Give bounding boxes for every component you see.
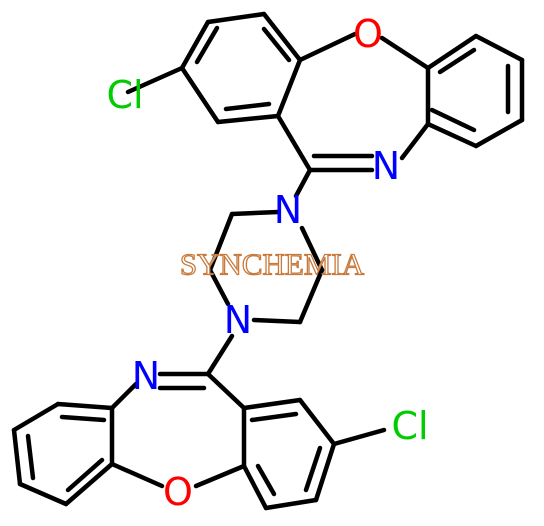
bond xyxy=(251,317,303,325)
bond xyxy=(207,267,231,307)
bond xyxy=(205,371,247,411)
bond xyxy=(205,333,235,377)
chlorine-top-label: Cl xyxy=(106,73,143,117)
bond xyxy=(263,497,319,511)
bond xyxy=(63,461,115,507)
bond xyxy=(437,47,477,75)
bond xyxy=(303,445,323,493)
bond xyxy=(205,11,267,25)
bond xyxy=(125,65,185,95)
bond xyxy=(241,463,269,511)
nitrogen-piperazine-bottom-label: N xyxy=(224,298,252,342)
bond xyxy=(65,457,105,493)
oxygen-top-label: O xyxy=(353,12,383,56)
nitrogen-bottom-imine-label: N xyxy=(132,354,160,398)
bond xyxy=(293,167,313,199)
nitrogen-top-imine-label: N xyxy=(372,144,400,188)
chlorine-bottom-label: Cl xyxy=(391,404,428,448)
bond xyxy=(255,463,277,497)
bond xyxy=(473,33,525,63)
bond xyxy=(425,121,479,149)
bond xyxy=(379,35,431,71)
oxygen-bottom-label: O xyxy=(163,470,193,514)
bond xyxy=(207,211,235,273)
bond xyxy=(229,209,281,217)
bond xyxy=(193,463,247,489)
bond xyxy=(25,433,36,481)
bond xyxy=(261,26,292,63)
atom-labels: Cl O N N N N O Cl xyxy=(106,12,428,514)
bond xyxy=(109,381,139,411)
bond xyxy=(275,57,303,119)
bond xyxy=(297,397,337,447)
bond xyxy=(331,427,387,447)
synchemia-watermark: SYNCHEMIA xyxy=(180,247,365,282)
bond xyxy=(179,65,221,125)
bond xyxy=(215,113,281,125)
bond xyxy=(11,401,61,433)
bond xyxy=(297,31,358,63)
bond xyxy=(179,19,211,71)
bond xyxy=(194,25,220,65)
bond xyxy=(429,107,477,133)
bond xyxy=(223,101,272,112)
bond xyxy=(241,397,303,411)
bond xyxy=(249,411,299,423)
bond xyxy=(313,441,337,503)
bond xyxy=(275,113,313,173)
bond xyxy=(399,121,431,161)
bond xyxy=(261,11,303,63)
bond xyxy=(299,225,325,273)
bond xyxy=(109,461,165,489)
bond-lines xyxy=(11,11,525,511)
bond xyxy=(55,401,115,411)
bond xyxy=(473,117,525,149)
bond xyxy=(297,267,325,325)
bond xyxy=(11,427,23,487)
bond xyxy=(59,414,107,423)
bond xyxy=(425,33,479,71)
nitrogen-piperazine-top-label: N xyxy=(274,188,302,232)
bond xyxy=(17,481,69,507)
